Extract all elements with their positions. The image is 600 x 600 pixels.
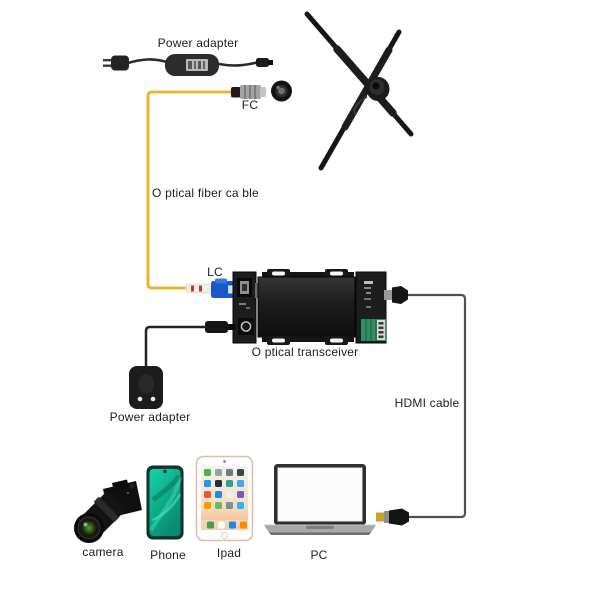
transceiver-main-box [257,276,356,338]
ipad-front-camera [223,460,226,463]
ipad-illustration [195,455,254,542]
optical-fiber-cable-label: O ptical fiber ca ble [152,186,259,200]
optical-transceiver-label: O ptical transceiver [251,345,359,359]
optical-transceiver-illustration [185,269,408,345]
dc-cord [218,61,258,67]
fc-connector-illustration [231,80,292,102]
phone-illustration [146,465,184,540]
power-adapter-top-illustration [103,54,273,76]
pc-label: PC [310,548,328,562]
camera-label: camera [82,545,124,559]
ac-plug [111,55,129,71]
hdmi-cable-label: HDMI cable [394,396,460,410]
hdmi-plug-pc [376,508,409,526]
phone-label: Phone [150,548,186,562]
laptop-screen [277,467,363,522]
hdmi-cable-line [408,293,467,519]
hologram-fan-illustration [304,11,414,171]
fc-connector-label: FC [241,98,259,112]
camera-illustration [74,479,142,543]
dc-plug [256,58,269,67]
laptop-notch [306,525,334,529]
fc-ferrule [260,87,266,97]
fan-wire [353,96,368,116]
terminal-block [361,319,386,341]
lc-connector-body [211,281,234,298]
phone-notch [163,469,167,474]
optical-fiber-cable-line [146,90,236,290]
dc-plug [205,321,228,333]
power-adapter-top-label: Power adapter [157,36,239,50]
power-cord [127,58,168,65]
plug-prong [103,59,113,62]
plug-prong [103,64,113,67]
fc-boot [231,87,241,98]
power-adapter-bottom-illustration [129,325,206,409]
hdmi-plug-transceiver [384,286,408,304]
power-cord [144,325,206,367]
camera-viewfinder [112,479,129,492]
ipad-home-button [221,532,228,539]
power-adapter-bottom-label: Power adapter [109,410,191,424]
lc-connector-label: LC [207,265,223,279]
ipad-label: Ipad [216,546,242,560]
laptop-illustration [264,464,376,535]
ipad-app-icons [201,469,248,530]
